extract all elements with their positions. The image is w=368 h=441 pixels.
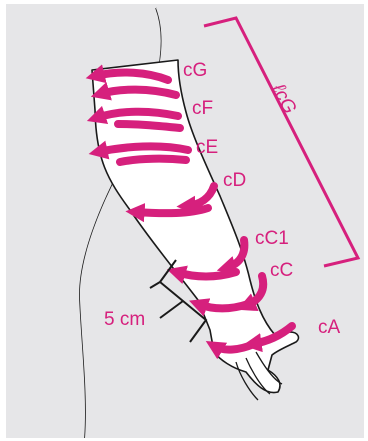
label-cC1: cC1 <box>255 228 289 249</box>
label-cA: cA <box>318 317 341 338</box>
label-cF: cF <box>192 98 213 119</box>
label-cG: cG <box>183 60 207 81</box>
label-cD: cD <box>223 170 246 191</box>
label-cC: cC <box>270 260 293 281</box>
label-distance: 5 cm <box>104 309 145 330</box>
label-cE: cE <box>196 137 218 158</box>
